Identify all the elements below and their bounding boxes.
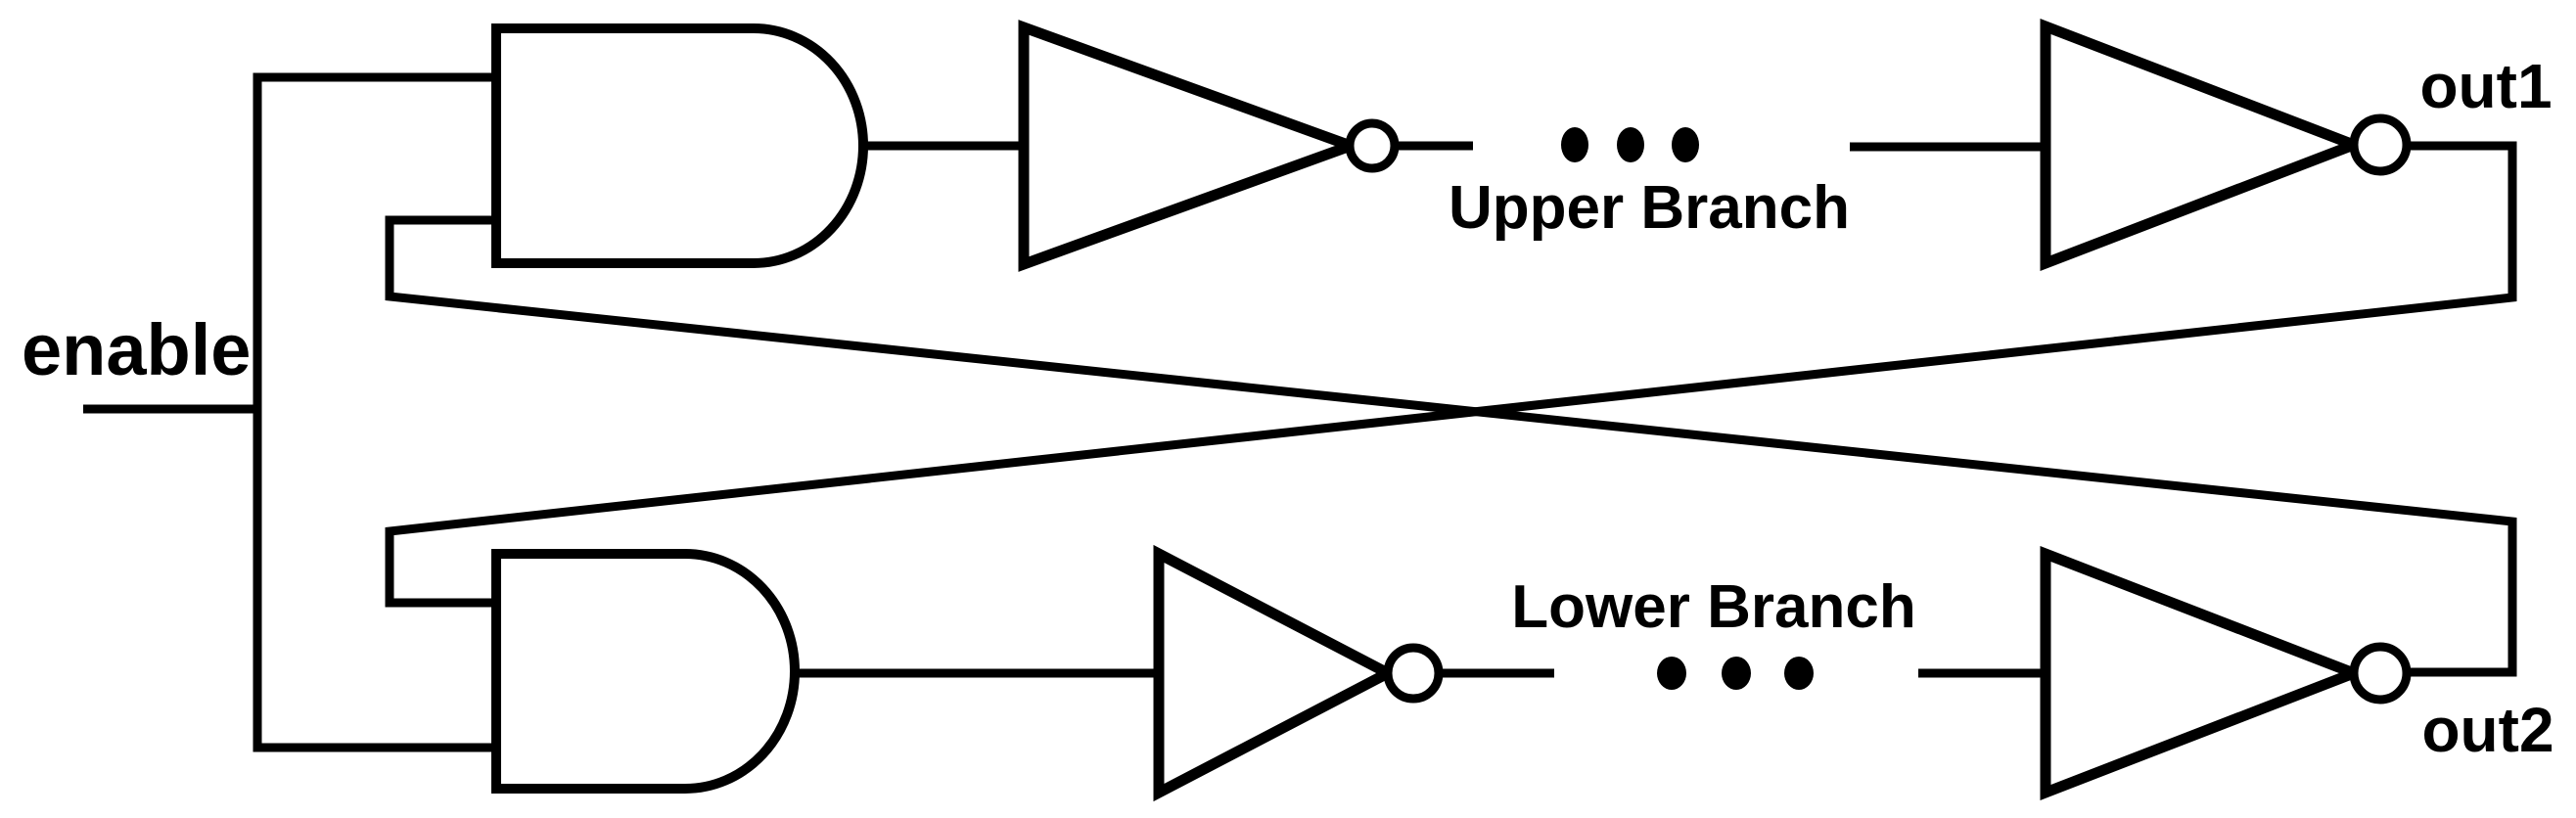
- feedback-out1-to-lower-and-wire: [385, 141, 2517, 608]
- dot-icon: [1657, 657, 1686, 690]
- dot-icon: [1561, 127, 1588, 162]
- inverter-upper-first-bubble-icon: [1345, 118, 1400, 173]
- inverter-lower-last-triangle: [2040, 545, 2369, 801]
- upper-branch-label: Upper Branch: [1449, 174, 1850, 242]
- dot-icon: [1784, 657, 1814, 690]
- enable-bus-wire: [253, 72, 494, 752]
- dot-icon: [1722, 657, 1751, 690]
- inverter-lower-first-triangle: [1153, 544, 1400, 802]
- dot-icon: [1617, 127, 1644, 162]
- and-gate-lower: [491, 549, 800, 794]
- lower-branch-label: Lower Branch: [1511, 573, 1915, 641]
- inverter-upper-first-triangle: [1018, 20, 1367, 272]
- ellipsis-upper-icon: [1561, 127, 1699, 162]
- and-gate-upper: [491, 23, 868, 268]
- out1-label: out1: [2419, 51, 2552, 121]
- inverter-lower-first-bubble-icon: [1383, 643, 1444, 704]
- ellipsis-lower-icon: [1657, 657, 1814, 690]
- feedback-out2-to-upper-and-wire: [385, 215, 2517, 677]
- inverter-upper-last-bubble-icon: [2349, 114, 2412, 176]
- inverter-upper-last-triangle: [2040, 18, 2369, 272]
- dot-icon: [1672, 127, 1699, 162]
- inverter-lower-last-bubble-icon: [2349, 642, 2412, 704]
- enable-label: enable: [22, 309, 251, 390]
- out2-label: out2: [2421, 695, 2553, 765]
